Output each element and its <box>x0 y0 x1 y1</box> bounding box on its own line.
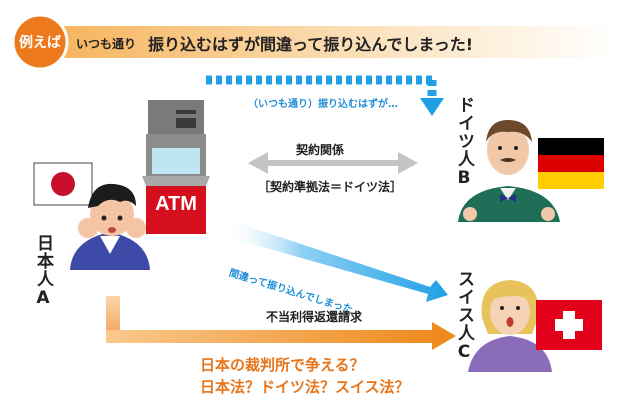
header-bar <box>46 26 616 58</box>
flag-japan <box>33 162 93 206</box>
header-badge-label: 例えば <box>19 35 61 51</box>
contract-arrow <box>248 152 418 174</box>
person-c-label: スイス人C <box>454 270 474 363</box>
governing-law-label: ［契約準拠法＝ドイツ法］ <box>258 180 403 194</box>
header-headline: 振り込むはずが間違って振り込んでしまった! <box>148 35 474 54</box>
person-a-label: 日本人A <box>33 234 53 309</box>
usual-transfer-arrow <box>206 75 444 116</box>
atm-machine <box>142 100 210 234</box>
header-prefix: いつも通り <box>76 37 137 51</box>
person-a-figure <box>70 183 150 270</box>
person-b-label: ドイツ人B <box>454 96 474 189</box>
question-governing-law: 日本法？ドイツ法？スイス法？ <box>200 378 410 396</box>
unjust-claim-arrow <box>106 296 456 350</box>
wrong-transfer-arrow <box>222 219 448 302</box>
person-c-figure <box>468 280 552 372</box>
contract-label: 契約関係 <box>296 143 345 157</box>
atm-label: ATM <box>155 193 197 215</box>
header-badge <box>11 13 69 71</box>
unjust-claim-label: 不当利得返還請求 <box>266 310 363 324</box>
flag-switzerland <box>536 300 602 350</box>
flag-germany <box>538 138 604 189</box>
usual-transfer-label: （いつも通り）振り込むはずが… <box>248 99 398 110</box>
person-b-figure <box>458 120 560 222</box>
question-jurisdiction: 日本の裁判所で争える？ <box>200 356 365 374</box>
